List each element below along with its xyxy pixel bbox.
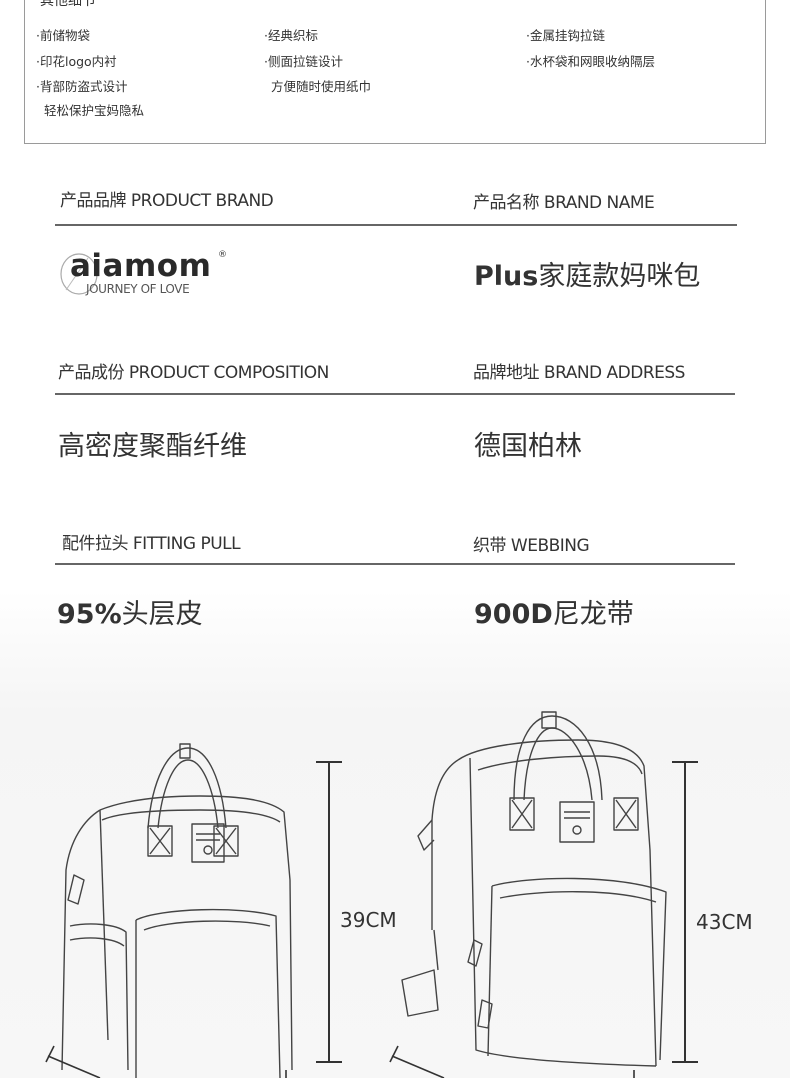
detail-item: ·侧面拉链设计 xyxy=(264,54,343,69)
product-name-rest: 家庭款妈咪包 xyxy=(538,261,701,292)
height-right-text: 43CM xyxy=(696,910,753,934)
detail-item: ·水杯袋和网眼收纳隔层 xyxy=(526,54,655,69)
detail-item: 方便随时使用纸巾 xyxy=(271,79,372,94)
address-value: 德国柏林 xyxy=(474,431,582,462)
backpack-front-illustration xyxy=(61,743,293,1078)
pull-value: 95%头层皮 xyxy=(57,592,203,631)
brand-label: 产品品牌 PRODUCT BRAND xyxy=(60,191,274,211)
name-label: 产品名称 BRAND NAME xyxy=(473,193,655,213)
logo-wordmark: aiamom xyxy=(70,248,212,284)
pull-label: 配件拉头 FITTING PULL xyxy=(62,534,241,554)
product-name-value: Plus家庭款妈咪包 xyxy=(474,254,700,293)
backpack-side-illustration xyxy=(401,711,667,1067)
details-box xyxy=(24,0,766,144)
webbing-value-rest: 尼龙带 xyxy=(552,599,634,630)
product-name-bold: Plus xyxy=(474,261,539,292)
details-title: 其他细节 xyxy=(40,0,96,9)
divider xyxy=(55,393,735,395)
height-dimension-line-left xyxy=(316,761,342,1063)
webbing-value: 900D尼龙带 xyxy=(474,592,634,631)
pull-value-bold: 95% xyxy=(57,599,122,630)
height-left-text: 39CM xyxy=(340,908,397,932)
logo-ring-icon xyxy=(60,253,98,295)
composition-value: 高密度聚酯纤维 xyxy=(58,431,247,462)
webbing-value-bold: 900D xyxy=(474,599,553,630)
depth-dimension-line-left xyxy=(45,1045,287,1078)
address-label: 品牌地址 BRAND ADDRESS xyxy=(473,363,685,383)
detail-item: ·前储物袋 xyxy=(36,28,90,43)
detail-item: ·经典织标 xyxy=(264,28,318,43)
pull-value-rest: 头层皮 xyxy=(121,599,203,630)
detail-item: ·金属挂钩拉链 xyxy=(526,28,605,43)
divider xyxy=(55,563,735,565)
composition-label: 产品成份 PRODUCT COMPOSITION xyxy=(58,363,329,383)
detail-item: 轻松保护宝妈隐私 xyxy=(44,103,145,118)
divider xyxy=(55,224,737,226)
logo-tagline: JOURNEY OF LOVE xyxy=(86,282,190,296)
brand-logo: aiamom ® JOURNEY OF LOVE xyxy=(58,248,238,300)
height-dimension-line-right xyxy=(672,761,698,1063)
detail-item: ·印花logo内衬 xyxy=(36,54,117,69)
logo-registered-mark: ® xyxy=(218,250,227,260)
depth-dimension-line-right xyxy=(389,1045,635,1078)
detail-item: ·背部防盗式设计 xyxy=(36,79,128,94)
webbing-label: 织带 WEBBING xyxy=(473,536,590,556)
lower-background xyxy=(0,590,790,1078)
